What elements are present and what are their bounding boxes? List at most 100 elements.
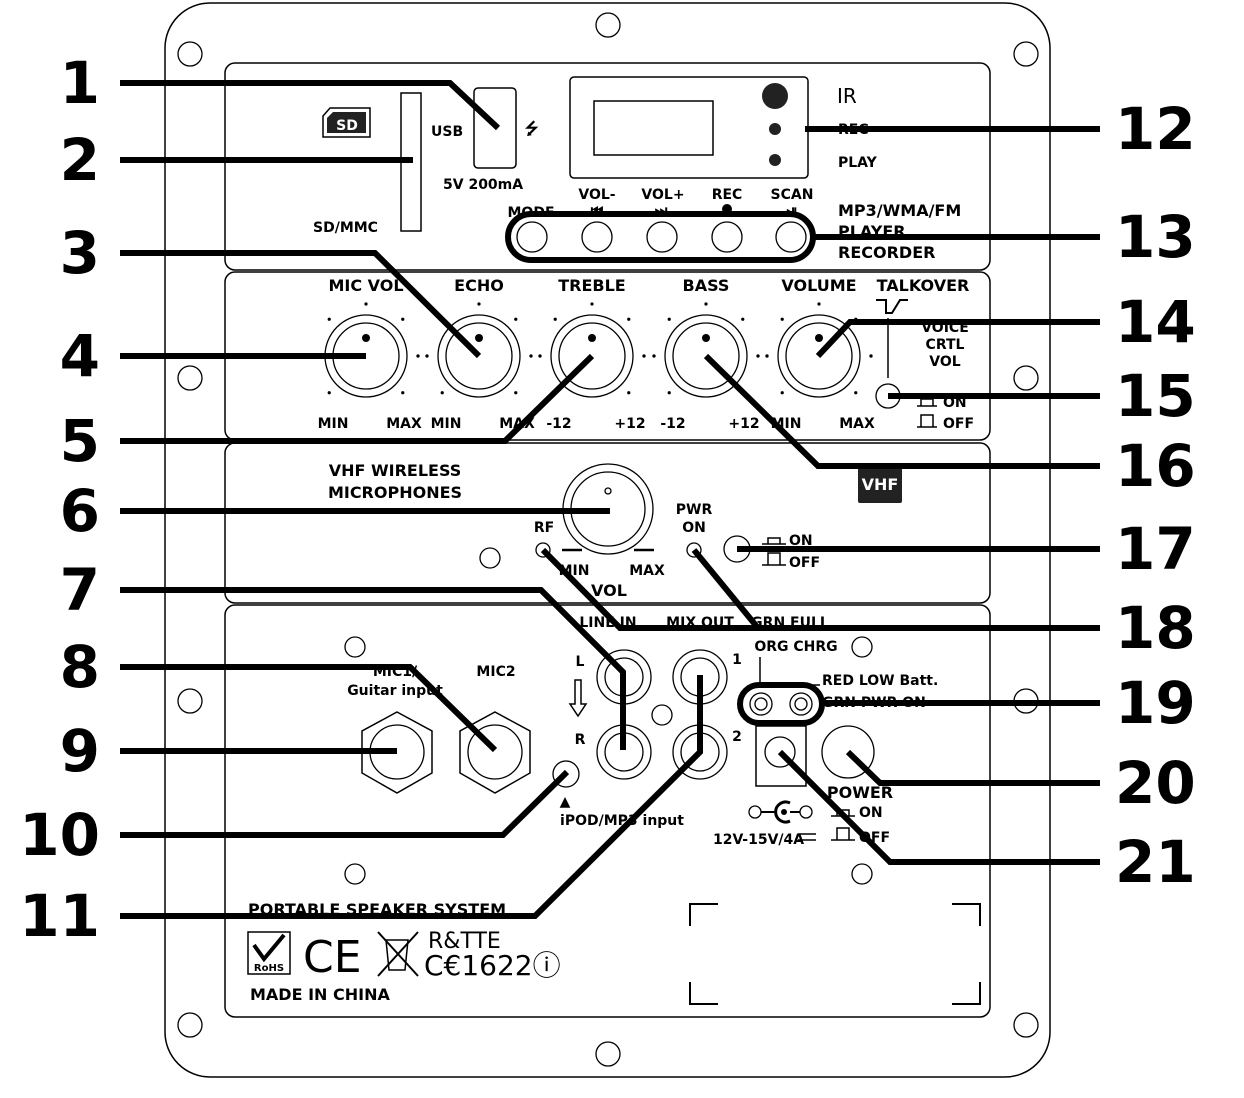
screw-hole [344, 636, 366, 658]
mic2-jack-nut [459, 711, 531, 794]
play-led [769, 154, 781, 166]
scale-dot [425, 354, 429, 358]
rtte-label: R&TTE [428, 929, 501, 954]
scale-dot [704, 302, 708, 306]
callout-number-10: 10 [19, 801, 100, 869]
vol-minus-button[interactable] [581, 221, 613, 253]
org-chrg-label: ORG CHRG [754, 639, 837, 655]
screw-hole [851, 636, 873, 658]
l-label: L [576, 654, 585, 670]
ipod-input-label: iPOD/MP3 input [560, 813, 684, 829]
callout-number-15: 15 [1115, 362, 1196, 430]
scan-button[interactable] [775, 221, 807, 253]
knob-label: VOLUME [781, 276, 856, 295]
knob-indicator [702, 334, 710, 342]
scan-label: SCAN [771, 187, 814, 203]
knob-max: +12 [614, 416, 645, 432]
knob-max: +12 [728, 416, 759, 432]
red-low-label: RED LOW Batt. [822, 673, 938, 689]
knob-label: ECHO [454, 276, 504, 295]
usb-rating: 5V 200mA [443, 177, 523, 193]
callout-number-18: 18 [1115, 594, 1196, 662]
callout-number-9: 9 [60, 717, 100, 785]
power-label: POWER [827, 783, 893, 802]
vol-minus-label: VOL- [578, 187, 615, 203]
crtl-label: CRTL [926, 337, 965, 353]
ce-mark: CE [303, 932, 362, 983]
knob-min: -12 [660, 416, 685, 432]
r-label: R [575, 732, 586, 748]
vol-plus-button[interactable] [646, 221, 678, 253]
mode-button[interactable] [516, 221, 548, 253]
weee-bin-icon [377, 931, 419, 977]
scale-dot [642, 354, 646, 358]
knob-label: TREBLE [558, 276, 625, 295]
scale-dot [854, 391, 858, 395]
scale-dot [780, 391, 784, 395]
callout-number-19: 19 [1115, 669, 1196, 737]
screw-hole [651, 704, 673, 726]
usb-port[interactable] [473, 87, 517, 169]
scale-dot [514, 317, 518, 321]
mic2-label: MIC2 [476, 664, 515, 680]
ir-sensor [762, 83, 788, 109]
talkover-off: OFF [943, 416, 974, 432]
rohs-logo: RoHS [247, 931, 291, 975]
callout-number-1: 1 [60, 49, 100, 117]
scale-dot [401, 317, 405, 321]
callout-lines [120, 80, 1100, 919]
ir-label: IR [837, 84, 857, 108]
screw-hole [851, 863, 873, 885]
scale-dot [667, 317, 671, 321]
knob-indicator [588, 334, 596, 342]
callout-number-2: 2 [60, 126, 100, 194]
callout-number-5: 5 [60, 407, 100, 475]
label-area-corners [689, 903, 981, 1005]
vhf-off: OFF [789, 555, 820, 571]
vhf-knob-marker [604, 487, 612, 495]
play-pause-icon: ⏯ [786, 203, 797, 219]
knob-min: MIN [431, 416, 462, 432]
vhf-badge [858, 463, 902, 503]
lcd-display [593, 100, 714, 156]
knob-max: MAX [839, 416, 875, 432]
vhf-max: MAX [629, 563, 665, 579]
knob-label: MIC VOL [328, 276, 403, 295]
vhf-title-2: MICROPHONES [328, 483, 462, 502]
rec-led [769, 123, 781, 135]
player-title-3: RECORDER [838, 243, 935, 262]
knob-min: -12 [546, 416, 571, 432]
rec-button[interactable] [711, 221, 743, 253]
vhf-on: ON [789, 533, 813, 549]
svg-text:SD: SD [336, 118, 358, 134]
power-on: ON [859, 805, 883, 821]
vhf-title-1: VHF WIRELESS [329, 461, 462, 480]
pwr-on-label: ON [682, 520, 706, 536]
io-panel [224, 604, 991, 1018]
scale-dot [416, 354, 420, 358]
scale-dot [440, 391, 444, 395]
scale-dot [817, 302, 821, 306]
mix-out-1-label: 1 [732, 652, 742, 668]
dc-jack-frame [755, 725, 807, 787]
scale-dot [869, 354, 873, 358]
callout-number-12: 12 [1115, 95, 1196, 163]
callout-number-4: 4 [60, 322, 100, 390]
player-panel [224, 62, 991, 271]
mix-out-2-label: 2 [732, 729, 742, 745]
scale-dot [529, 354, 533, 358]
rec-button-label: REC [712, 187, 743, 203]
callout-number-8: 8 [60, 633, 100, 701]
scale-dot [627, 391, 631, 395]
svg-text:RoHS: RoHS [254, 963, 284, 974]
callout-number-21: 21 [1115, 828, 1196, 896]
dc-rating: 12V-15V/4A [713, 832, 804, 848]
sd-label: SD/MMC [313, 220, 378, 236]
knob-max: MAX [386, 416, 422, 432]
sd-logo: SD [322, 107, 371, 138]
vhf-vol: VOL [591, 581, 627, 600]
callout-number-16: 16 [1115, 432, 1196, 500]
mic1-jack-nut [361, 711, 433, 794]
scale-dot [401, 391, 405, 395]
